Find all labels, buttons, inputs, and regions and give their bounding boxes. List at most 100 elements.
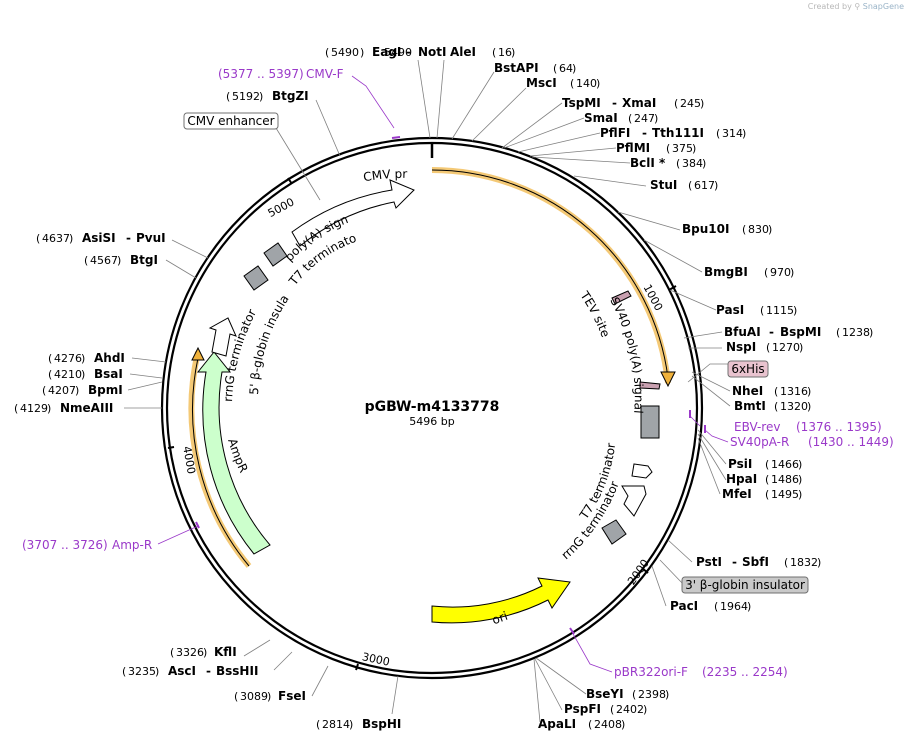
site-partner-pvui: PvuI <box>136 231 166 245</box>
leader-pasi <box>669 289 717 311</box>
site-name-asci: AscI <box>168 664 196 678</box>
primer-row-amp-r: (3707 .. 3726) Amp-R <box>22 538 152 552</box>
site-pos-bmti: 1320 <box>780 400 808 413</box>
site-row-pasi: PasI ( 1115 ) <box>716 303 797 317</box>
site-name-bstapi: BstAPI <box>494 61 539 75</box>
site-name-nhei: NheI <box>732 384 763 398</box>
site-pos-fsei-open: ( <box>234 690 238 703</box>
site-pos-mfei: 1495 <box>771 488 799 501</box>
site-row-msci: MscI ( 140 ) <box>526 76 600 90</box>
plasmid-name: pGBW-m4133778 <box>365 399 500 415</box>
site-label-eagi: 5490 <box>384 46 412 59</box>
site-partner-tth111i: Tth111I <box>652 126 704 140</box>
primer-row-sv40pa-r: SV40pA-R (1430 .. 1449) <box>730 435 894 449</box>
site-row-bcli: BclI * ( 384 ) <box>630 156 706 170</box>
site-pos-psti-close: ) <box>817 556 821 569</box>
leader-bseyi <box>535 657 587 695</box>
site-pos-bseyi-close: ) <box>665 688 669 701</box>
leader-stui <box>573 175 647 187</box>
site-pos-bcli-close: ) <box>702 157 706 170</box>
site-row-apali: ApaLI ( 2408 ) <box>538 717 625 731</box>
site-row-smai: SmaI ( 247 ) <box>584 111 658 125</box>
site-name-nmeaiii: NmeAIII <box>60 401 113 415</box>
leader-alei <box>436 59 445 139</box>
site-pos-btgzi-open: ( <box>226 90 230 103</box>
site-partner-xmai: XmaI <box>622 96 656 110</box>
tick-mark-4000 <box>167 446 175 449</box>
site-row-pspfi: PspFI ( 2402 ) <box>564 702 647 716</box>
primer-name-sv40pa-r: SV40pA-R <box>730 435 789 449</box>
site-pos-pspfi: 2402 <box>616 703 644 716</box>
site-pos-nspi: 1270 <box>772 341 800 354</box>
site-row-bstapi: BstAPI ( 64 ) <box>494 61 576 75</box>
site-pos-bsai-close: ) <box>81 368 85 381</box>
primer-leader-ebv-rev <box>689 415 701 427</box>
primer-row-cmv-f: (5377 .. 5397) CMV-F <box>218 67 344 81</box>
cmv-enhancer-label: CMV enhancer <box>187 114 274 128</box>
primer-name-cmv-f: CMV-F <box>306 67 344 81</box>
leader-smai <box>503 117 585 149</box>
site-name-mfei: MfeI <box>722 487 752 501</box>
leader-asci <box>273 651 293 671</box>
site-row-ahdi: ( 4276 ) AhdI <box>48 351 125 365</box>
site-pos-bmti-open: ( <box>774 400 778 413</box>
primer-mark-amp-r <box>195 521 200 529</box>
leader-kfli <box>243 639 271 657</box>
site-pos-nmeaiii: 4129 <box>20 402 48 415</box>
leader-bpmi <box>127 381 163 391</box>
site-name-tspmi: TspMI <box>562 96 601 110</box>
site-pos-btgzi: 5192 <box>232 90 260 103</box>
site-pos-bpmi: 4207 <box>48 384 76 397</box>
site-pos-paci-open: ( <box>714 600 718 613</box>
site-pos-msci-close: ) <box>596 77 600 90</box>
site-pos-nmeaiii-open: ( <box>14 402 18 415</box>
site-row-bfuai: BfuAI - BspMI ( 1238 ) <box>724 325 873 339</box>
primer-leader-pbr322ori-f <box>571 631 613 673</box>
leader-pflfi <box>517 132 601 153</box>
site-pos-tspmi: 245 <box>680 97 701 110</box>
site-pos-kfli-open: ( <box>170 646 174 659</box>
primer-row-ebv-rev: EBV-rev (1376 .. 1395) <box>734 420 882 434</box>
site-row-pflmi: PflMI ( 375 ) <box>616 141 696 155</box>
site-pos-hpai-close: ) <box>798 473 802 486</box>
primer-leader-cmv-f <box>351 75 395 129</box>
tick-label-3000: 3000 <box>361 650 391 669</box>
site-pos-bpu10i-open: ( <box>742 223 746 236</box>
site-pos-fsei-close: ) <box>267 690 271 703</box>
site-pos-hpai-open: ( <box>765 473 769 486</box>
site-separator-pflfi: - <box>642 126 647 140</box>
leader-ahdi <box>131 357 167 363</box>
primer-name-pbr322ori-f: pBR322ori-F <box>614 665 688 679</box>
leader-bcli <box>531 156 631 164</box>
site-pos-nhei-close: ) <box>807 385 811 398</box>
boxed-label-globin-right: 3' β-globin insulator <box>681 576 809 594</box>
site-pos-psti: 1832 <box>790 556 818 569</box>
site-pos-pasi-open: ( <box>760 304 764 317</box>
site-pos-alei-close: ) <box>511 46 515 59</box>
leader-btgi <box>165 259 197 279</box>
leader-bfuai <box>683 331 723 339</box>
cmv-enhancer-box <box>183 112 279 130</box>
snapgene-credit: Created by ⚲ SnapGene <box>808 2 904 11</box>
site-pos-bstapi-close: ) <box>572 62 576 75</box>
site-row-bsphi: ( 2814 ) BspHI <box>316 717 401 731</box>
site-name-paci: PacI <box>670 599 698 613</box>
site-pos-asisi-open: ( <box>36 232 40 245</box>
leader-tspmi <box>501 102 563 149</box>
site-pos-asisi-close: ) <box>69 232 73 245</box>
leader-paci <box>651 565 667 607</box>
leader-eagi <box>417 59 431 139</box>
site-pos-btgzi-close: ) <box>259 90 263 103</box>
site-name-bpmi: BpmI <box>88 383 123 397</box>
site-name-pasi: PasI <box>716 303 744 317</box>
site-row-bmti: BmtI ( 1320 ) <box>734 399 811 413</box>
rrng-right-arrow <box>621 485 647 517</box>
his-tag-label-box <box>727 360 769 378</box>
leader-btgzi <box>315 99 341 157</box>
site-pos-smai-open: ( <box>628 112 632 125</box>
site-pos-apali-close: ) <box>621 718 625 731</box>
site-row-bmgbi: BmgBI ( 970 ) <box>704 265 794 279</box>
site-name-bmti: BmtI <box>734 399 766 413</box>
site-pos-asci-close: ) <box>155 665 159 678</box>
